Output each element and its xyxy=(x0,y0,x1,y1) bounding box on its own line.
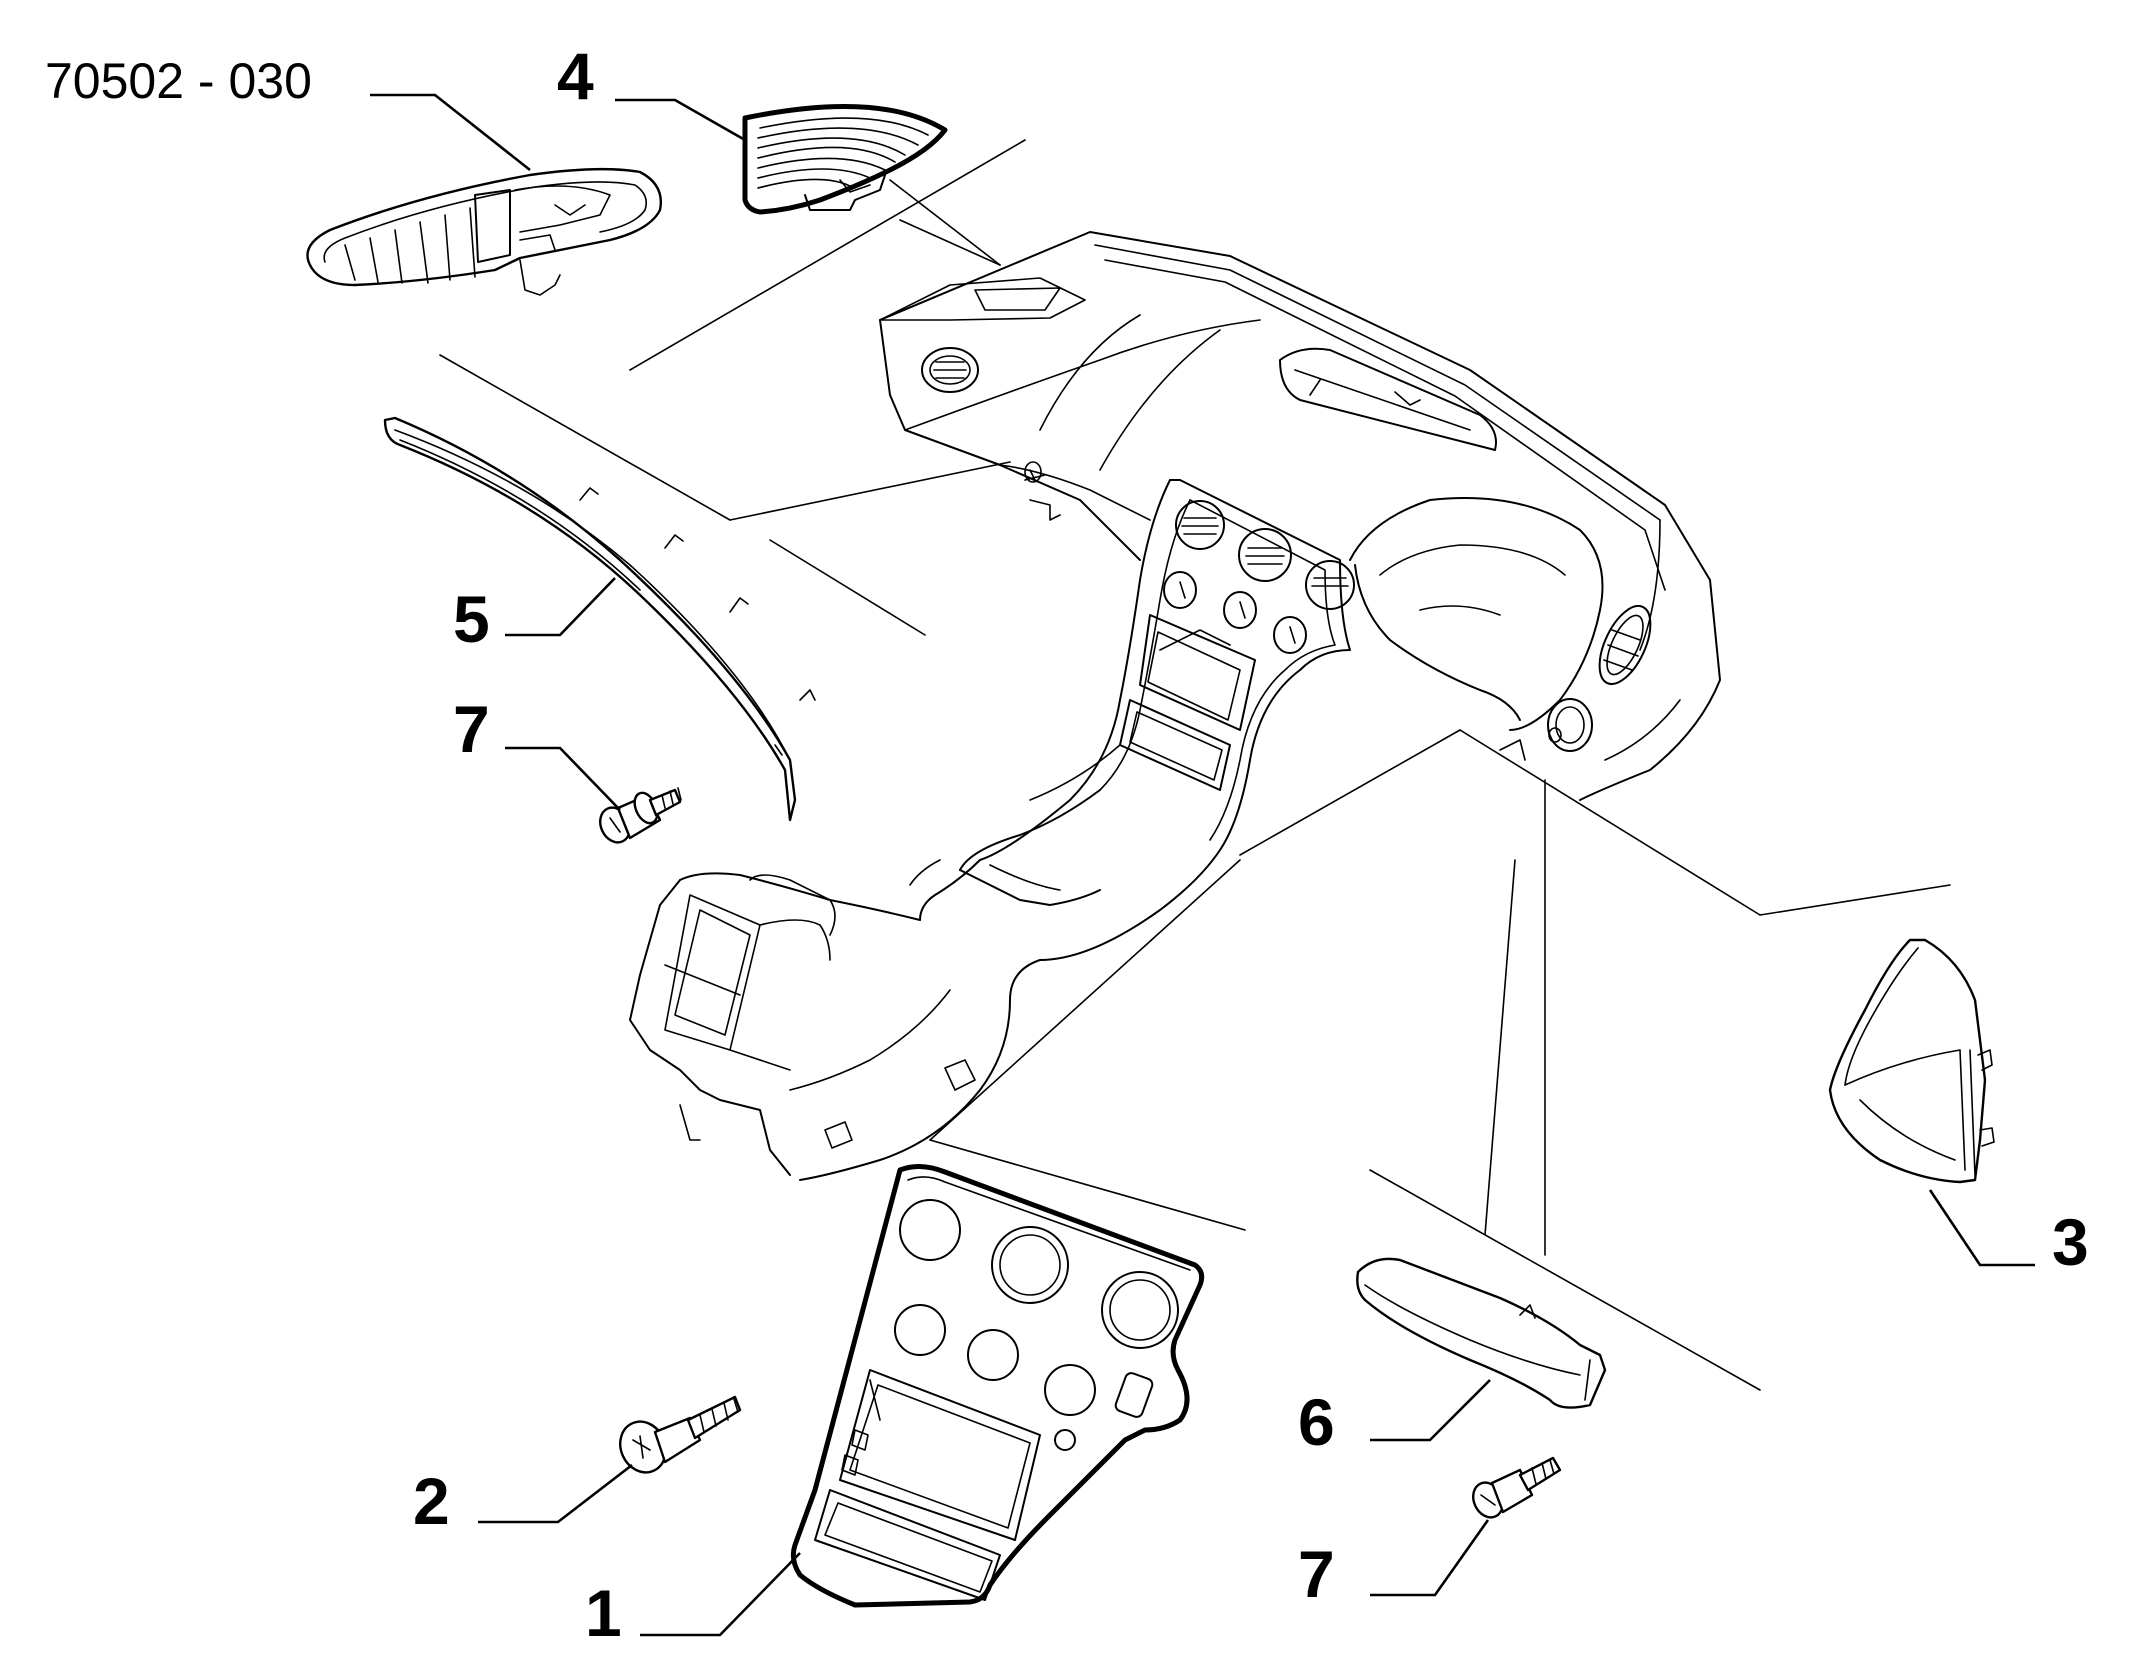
diagram-code-label: 70502 - 030 xyxy=(45,53,312,109)
part-7-screw-right xyxy=(1472,1456,1562,1519)
callout-7-left: 7 xyxy=(453,692,490,766)
part-7-screw-left xyxy=(599,787,682,844)
callout-leaders xyxy=(370,93,2035,1637)
callout-4: 4 xyxy=(557,39,594,113)
callout-1: 1 xyxy=(585,1576,622,1650)
part-5-trim-strip xyxy=(383,416,816,822)
part-3-cover xyxy=(1828,938,1995,1184)
part-2-screw xyxy=(619,1395,742,1474)
part-4-vent-grille xyxy=(742,103,1001,266)
dashboard-assembly xyxy=(629,231,1721,1181)
part-1-center-panel xyxy=(790,1164,1205,1608)
callout-2: 2 xyxy=(413,1464,450,1538)
part-vent-oval-left xyxy=(306,167,662,296)
part-6-small-trim xyxy=(1356,1257,1607,1409)
callout-7-right: 7 xyxy=(1298,1537,1335,1611)
assembly-leader-lines xyxy=(439,139,1951,1391)
callout-5: 5 xyxy=(453,582,490,656)
callout-6: 6 xyxy=(1298,1385,1335,1459)
callout-3: 3 xyxy=(2052,1205,2089,1279)
